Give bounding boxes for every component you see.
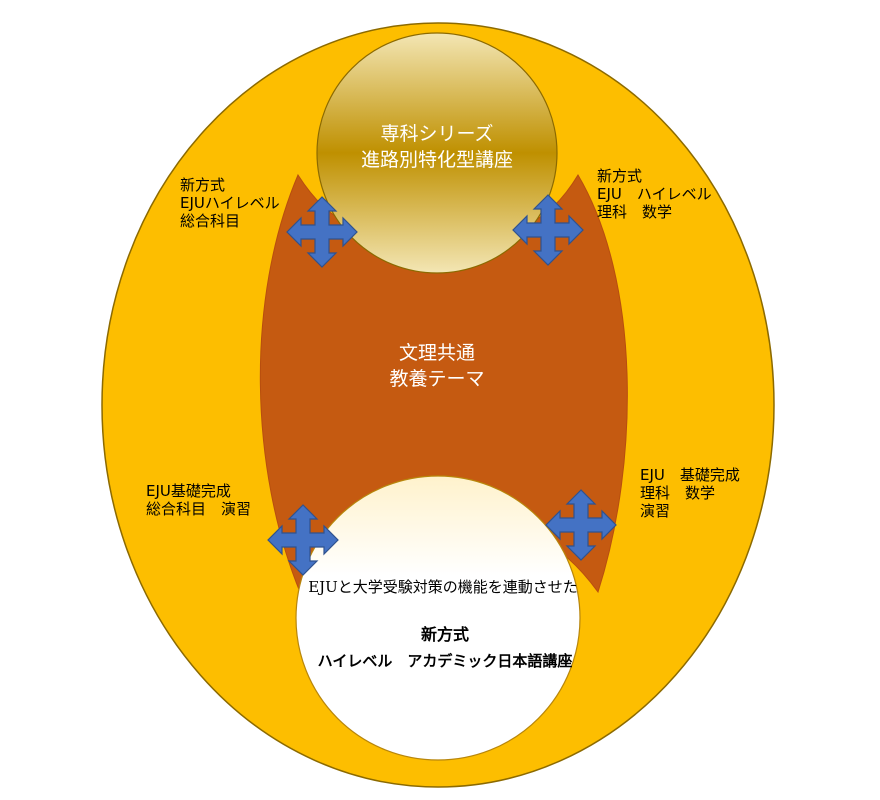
upper-left-label-line3: 総合科目 (180, 212, 240, 230)
top-circle (316, 32, 558, 274)
lower-right-label-line1: EJU 基礎完成 (640, 466, 740, 484)
upper-left-label-line2: EJUハイレベル (180, 194, 280, 212)
top-circle-line2: 進路別特化型講座 (361, 149, 513, 171)
upper-right-label-line3: 理科 数学 (597, 203, 672, 221)
bottom-circle-line3: ハイレベル アカデミック日本語講座 (318, 652, 573, 670)
lower-right-label-line2: 理科 数学 (640, 484, 715, 502)
lower-left-label-line1: EJU基礎完成 (146, 482, 231, 500)
center-line1: 文理共通 (399, 342, 475, 364)
lower-right-label-line3: 演習 (640, 502, 670, 520)
top-circle-line1: 専科シリーズ (380, 123, 493, 145)
bottom-circle-line2: 新方式 (421, 625, 469, 644)
center-line2: 教養テーマ (389, 368, 484, 390)
bottom-circle (295, 475, 581, 761)
lower-left-label-line2: 総合科目 演習 (146, 500, 251, 518)
upper-right-label-line2: EJU ハイレベル (597, 185, 712, 203)
upper-left-label-line1: 新方式 (180, 176, 225, 194)
upper-right-label-line1: 新方式 (597, 167, 642, 185)
bottom-circle-line1: EJUと大学受験対策の機能を連動させた (308, 578, 578, 596)
